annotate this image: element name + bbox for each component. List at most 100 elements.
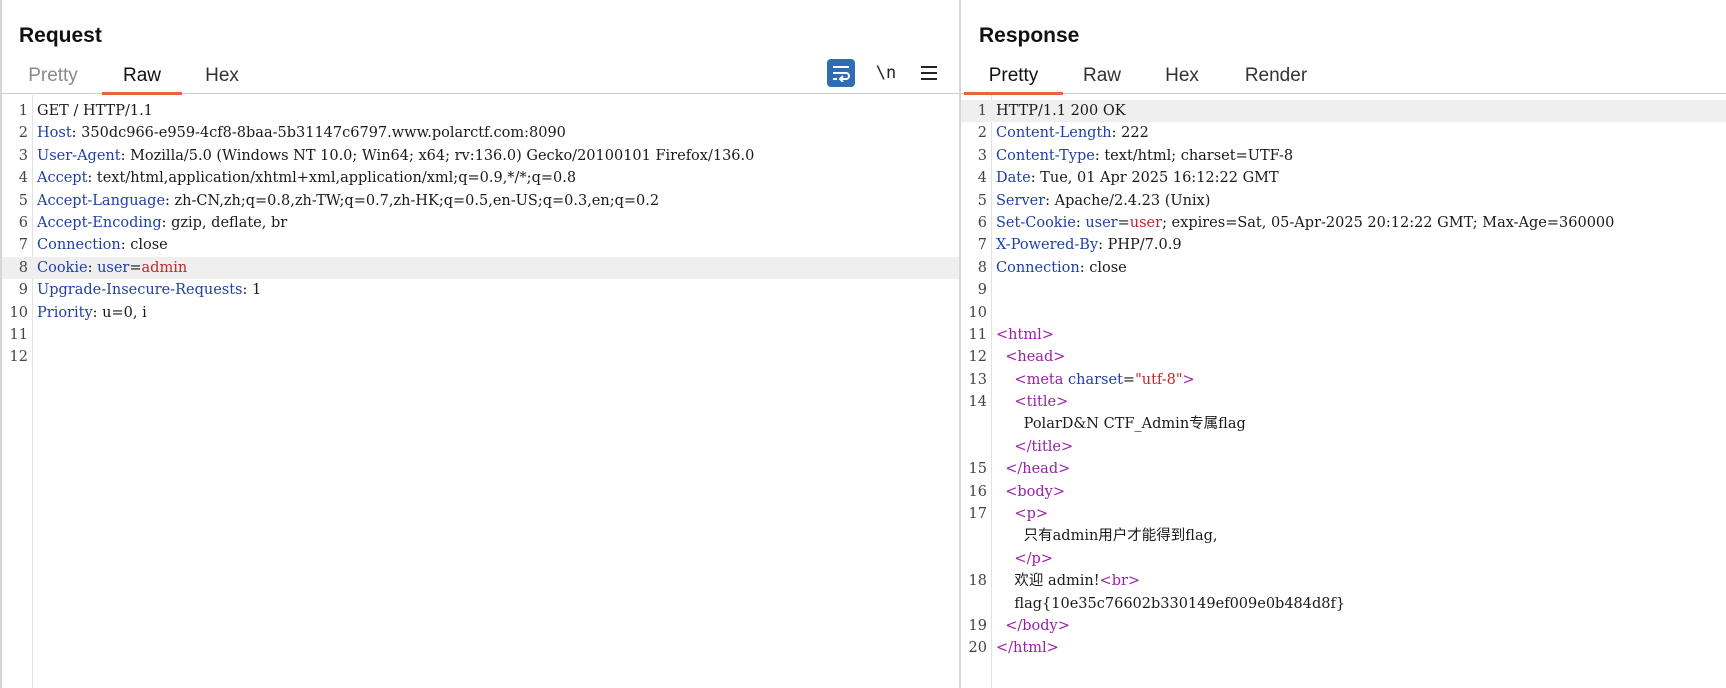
newline-icon[interactable]: \n (875, 63, 897, 83)
code-token: html (1013, 640, 1047, 657)
response-code-line[interactable]: 19 </body> (961, 615, 1726, 637)
code-token: </ (996, 461, 1023, 478)
code-token: Date (996, 170, 1031, 187)
request-title: Request (19, 24, 102, 47)
line-number: 4 (977, 170, 987, 187)
response-code-line[interactable]: 18 欢迎 admin!<br> (961, 570, 1726, 592)
line-text: Server: Apache/2.4.23 (Unix) (996, 190, 1210, 212)
request-tab-pretty[interactable]: Pretty (28, 65, 78, 86)
code-token: : Mozilla/5.0 (Windows NT 10.0; Win64; x… (120, 147, 755, 164)
request-tab-hex[interactable]: Hex (205, 65, 239, 86)
code-token: X-Powered-By (996, 237, 1099, 254)
response-code-line[interactable]: 12 <head> (961, 346, 1726, 368)
code-token: Server (996, 192, 1046, 209)
line-number: 7 (18, 237, 28, 254)
code-token: Content-Length (996, 125, 1112, 142)
response-code-line[interactable]: 17 <p> (961, 503, 1726, 525)
code-token: br (1111, 573, 1128, 590)
response-code-line[interactable]: 11 <html> (961, 324, 1726, 346)
line-number: 11 (968, 326, 987, 343)
code-token: > (1040, 550, 1053, 567)
request-code-line[interactable]: 12 (2, 346, 959, 368)
line-number: 5 (977, 192, 987, 209)
request-tab-raw[interactable]: Raw (102, 64, 182, 95)
line-number: 10 (968, 304, 987, 321)
code-token: p (1026, 506, 1036, 523)
response-tab-pretty[interactable]: Pretty (964, 64, 1063, 95)
line-text: PolarD&N CTF_Admin专属flag (996, 413, 1246, 435)
line-text: </head> (996, 458, 1070, 480)
line-number: 3 (977, 147, 987, 164)
line-number: 10 (9, 304, 28, 321)
code-token: Content-Type (996, 147, 1095, 164)
response-code-line[interactable]: 20</html> (961, 637, 1726, 659)
request-code-line[interactable]: 11 (2, 324, 959, 346)
code-token: html (1008, 326, 1042, 343)
code-token: > (1041, 326, 1054, 343)
code-token: admin (141, 259, 188, 276)
code-token: title (1031, 438, 1061, 455)
response-code-line[interactable]: 10 (961, 302, 1726, 324)
code-token: Accept-Encoding (37, 214, 162, 231)
wrap-lines-icon[interactable] (827, 59, 855, 87)
response-tab-raw[interactable]: Raw (1082, 65, 1121, 86)
response-tab-render[interactable]: Render (1244, 65, 1308, 86)
code-token: < (996, 326, 1009, 343)
pane-divider[interactable] (959, 0, 961, 688)
response-code-line[interactable]: 只有admin用户才能得到flag, (961, 525, 1726, 547)
code-token: = (1117, 214, 1130, 231)
code-token: < (1099, 573, 1112, 590)
response-code-line[interactable]: flag{10e35c76602b330149ef009e0b484d8f} (961, 593, 1726, 615)
code-token: < (996, 483, 1018, 500)
response-code-line[interactable]: </title> (961, 436, 1726, 458)
line-number: 9 (977, 282, 987, 299)
response-code-line[interactable]: 15 </head> (961, 458, 1726, 480)
response-code-line[interactable]: 9 (961, 279, 1726, 301)
code-token: : text/html,application/xhtml+xml,applic… (87, 170, 577, 187)
code-token: : gzip, deflate, br (161, 214, 288, 231)
code-token: = (1122, 371, 1136, 388)
response-code-line[interactable]: 13 <meta charset="utf-8"> (961, 369, 1726, 391)
response-code-line[interactable]: 5 Server: Apache/2.4.23 (Unix) (961, 190, 1726, 212)
code-token: : 1 (242, 282, 262, 299)
line-number: 2 (977, 125, 987, 142)
menu-icon[interactable] (915, 59, 943, 87)
line-text: Connection: close (37, 234, 168, 256)
code-token: Set-Cookie (996, 214, 1076, 231)
code-token: > (1182, 371, 1195, 388)
line-text: </p> (996, 548, 1053, 570)
response-code-line[interactable]: </p> (961, 548, 1726, 570)
line-text: Accept-Encoding: gzip, deflate, br (37, 212, 287, 234)
line-number: 4 (18, 170, 28, 187)
request-code-line[interactable]: 7 Connection: close (2, 234, 959, 256)
line-text: flag{10e35c76602b330149ef009e0b484d8f} (996, 593, 1345, 615)
line-number: 8 (18, 259, 28, 276)
response-code-line[interactable]: 16 <body> (961, 481, 1726, 503)
response-code-line[interactable]: 14 <title> (961, 391, 1726, 413)
response-tab-hex[interactable]: Hex (1165, 65, 1199, 86)
line-text: <meta charset="utf-8"> (996, 369, 1195, 391)
line-number: 15 (968, 461, 987, 478)
response-code-line[interactable]: PolarD&N CTF_Admin专属flag (961, 413, 1726, 435)
line-number: 8 (977, 259, 987, 276)
